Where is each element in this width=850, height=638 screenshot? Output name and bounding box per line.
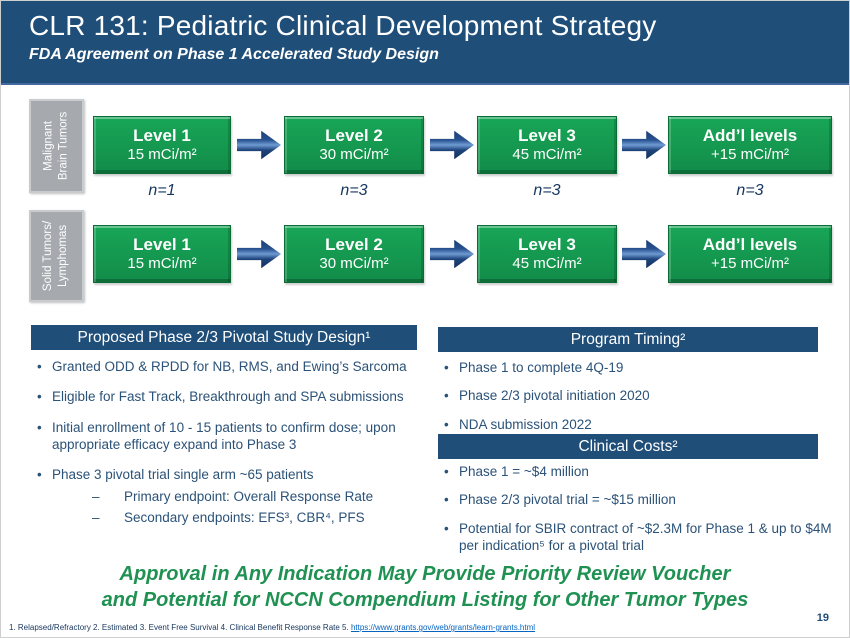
dose-box-value: 45 mCi/m² (512, 146, 582, 164)
bullet-text: Phase 1 to complete 4Q-19 (459, 360, 624, 375)
sub-bullet-item: Secondary endpoints: EFS³, CBR⁴, PFS (52, 509, 433, 527)
sub-bullet-item: Primary endpoint: Overall Response Rate (52, 488, 433, 506)
approval-message: Approval in Any Indication May Provide P… (1, 561, 849, 614)
sub-bullet-text: Secondary endpoints: EFS³, CBR⁴, PFS (124, 509, 365, 525)
left-panel-bullet-list: Granted ODD & RPDD for NB, RMS, and Ewin… (35, 358, 433, 539)
right-arrow-icon (430, 239, 474, 269)
left-panel-title: Proposed Phase 2/3 Pivotal Study Design¹ (31, 325, 417, 350)
bullet-item: Initial enrollment of 10 - 15 patients t… (35, 419, 433, 454)
bullet-item: Phase 2/3 pivotal trial = ~$15 million (442, 491, 832, 509)
clinical-costs-bullet-list: Phase 1 = ~$4 million Phase 2/3 pivotal … (442, 463, 832, 565)
bullet-text: Granted ODD & RPDD for NB, RMS, and Ewin… (52, 359, 407, 374)
row-label-line1: Malignant (42, 121, 55, 171)
dose-box-title: Level 1 (133, 235, 191, 254)
count-label-n3: n=3 (736, 182, 764, 199)
right-arrow-icon (622, 239, 666, 269)
dose-box-r2-level1: Level 1 15 mCi/m² (93, 225, 231, 283)
dose-box-value: 45 mCi/m² (512, 255, 582, 273)
footnote-text: 1. Relapsed/Refractory 2. Estimated 3. E… (9, 623, 351, 632)
row-label-line1: Solid Tumors/ (42, 220, 55, 292)
right-arrow-icon (237, 130, 281, 160)
bullet-text: NDA submission 2022 (459, 416, 592, 432)
approval-message-line2: and Potential for NCCN Compendium Listin… (101, 589, 749, 612)
footnote-link[interactable]: https://www.grants.gov/web/grants/learn-… (350, 623, 536, 632)
dose-box-value: +15 mCi/m² (711, 255, 789, 273)
dose-box-r2-level3: Level 3 45 mCi/m² (477, 225, 617, 283)
bullet-item: Phase 2/3 pivotal initiation 2020 (442, 387, 828, 405)
dose-box-title: Add’l levels (702, 235, 798, 254)
dose-box-r1-addl-levels: Add’l levels +15 mCi/m² (668, 116, 832, 174)
sub-bullet-text: Primary endpoint: Overall Response Rate (124, 489, 374, 505)
bullet-text: Phase 3 pivotal trial single arm ~65 pat… (52, 467, 314, 483)
row-label-solid-tumors-lymphomas: Solid Tumors/ Lymphomas (29, 210, 84, 302)
right-arrow-icon (622, 130, 666, 160)
dose-box-title: Add’l levels (702, 126, 798, 145)
dose-box-value: 15 mCi/m² (127, 255, 197, 273)
slide-header: CLR 131: Pediatric Clinical Development … (1, 1, 849, 85)
sub-bullet-list: Primary endpoint: Overall Response Rate … (52, 488, 433, 526)
dose-box-value: 15 mCi/m² (127, 146, 197, 164)
page-number: 19 (816, 612, 829, 624)
dose-box-title: Level 3 (518, 235, 576, 254)
count-label-n3: n=3 (533, 182, 561, 199)
program-timing-title: Program Timing² (438, 327, 818, 352)
dose-box-title: Level 2 (325, 235, 383, 254)
row-label-line2: Brain Tumors (57, 111, 70, 181)
dose-box-value: 30 mCi/m² (319, 255, 389, 273)
bullet-item: NDA submission 2022 (442, 416, 828, 434)
bullet-item: Phase 1 = ~$4 million (442, 463, 832, 481)
right-arrow-icon (237, 239, 281, 269)
count-label-n3: n=3 (340, 182, 368, 199)
bullet-item: Granted ODD & RPDD for NB, RMS, and Ewin… (35, 358, 433, 376)
page-title: CLR 131: Pediatric Clinical Development … (29, 10, 657, 41)
dose-box-r2-addl-levels: Add’l levels +15 mCi/m² (668, 225, 832, 283)
row-label-text: Malignant Brain Tumors (42, 112, 72, 180)
dose-box-r1-level3: Level 3 45 mCi/m² (477, 116, 617, 174)
right-arrow-icon (430, 130, 474, 160)
bullet-text: Initial enrollment of 10 - 15 patients t… (52, 419, 396, 452)
dose-box-r2-level2: Level 2 30 mCi/m² (284, 225, 424, 283)
dose-box-value: +15 mCi/m² (711, 146, 789, 164)
bullet-text: Phase 2/3 pivotal trial = ~$15 million (459, 492, 676, 508)
dose-box-r1-level1: Level 1 15 mCi/m² (93, 116, 231, 174)
bullet-text: Potential for SBIR contract of ~$2.3M fo… (459, 520, 832, 553)
bullet-item: Phase 3 pivotal trial single arm ~65 pat… (35, 466, 433, 526)
approval-message-line1: Approval in Any Indication May Provide P… (119, 563, 731, 585)
footnote: 1. Relapsed/Refractory 2. Estimated 3. E… (9, 623, 535, 632)
bullet-text: Eligible for Fast Track, Breakthrough an… (52, 389, 404, 405)
bullet-item: Phase 1 to complete 4Q-19 (442, 359, 828, 377)
bullet-item: Potential for SBIR contract of ~$2.3M fo… (442, 520, 832, 555)
bullet-text: Phase 2/3 pivotal initiation 2020 (459, 388, 650, 404)
dose-box-title: Level 2 (325, 126, 383, 145)
row-label-text: Solid Tumors/ Lymphomas (42, 221, 72, 291)
dose-box-r1-level2: Level 2 30 mCi/m² (284, 116, 424, 174)
bullet-text: Phase 1 = ~$4 million (459, 464, 589, 479)
dose-box-title: Level 3 (518, 126, 576, 145)
row-label-malignant-brain-tumors: Malignant Brain Tumors (29, 99, 84, 193)
page-subtitle: FDA Agreement on Phase 1 Accelerated Stu… (29, 46, 439, 63)
dose-box-value: 30 mCi/m² (319, 146, 389, 164)
count-label-n1: n=1 (148, 182, 176, 199)
dose-box-title: Level 1 (133, 126, 191, 145)
row-label-line2: Lymphomas (57, 224, 70, 288)
program-timing-bullet-list: Phase 1 to complete 4Q-19 Phase 2/3 pivo… (442, 359, 828, 444)
clinical-costs-title: Clinical Costs² (438, 434, 818, 459)
bullet-item: Eligible for Fast Track, Breakthrough an… (35, 388, 433, 406)
